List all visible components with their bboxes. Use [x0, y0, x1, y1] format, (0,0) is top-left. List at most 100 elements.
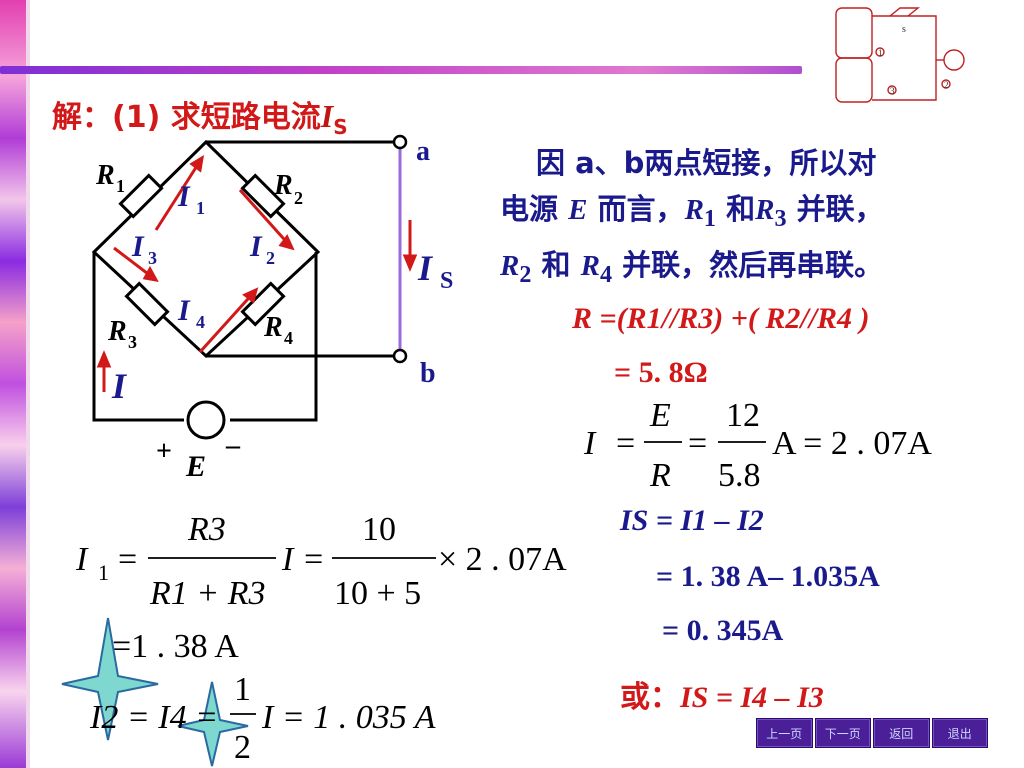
label-r4: R [263, 312, 283, 343]
label-r1: R [95, 160, 115, 191]
bridge-circuit-diagram: R R R R 1 2 3 4 I I I I I I E 1 2 3 4 S … [91, 134, 453, 483]
eq-i-lhs: I [583, 425, 597, 462]
decorative-sidebar [0, 0, 26, 768]
p3-r2: R [500, 249, 520, 282]
thumbnail-label-1: 1 [878, 48, 883, 58]
eq-i2-den: 2 [234, 729, 251, 766]
header-rule [0, 66, 802, 74]
sub-is: S [440, 268, 453, 294]
p2-mid: 而言， [587, 192, 685, 226]
p2-sub1: 1 [703, 204, 716, 232]
prev-page-button[interactable]: 上一页 [756, 718, 813, 748]
p2-sub3: 3 [774, 204, 787, 232]
label-i1: I [177, 180, 191, 213]
sparkle-star-left [61, 617, 159, 741]
sub-r4: 4 [284, 328, 293, 348]
eq-r-total: R =(R1//R3) +( R2//R4 ) [572, 302, 870, 336]
p3-sub2: 2 [519, 260, 532, 288]
sparkle-star-right [177, 681, 249, 767]
label-is: I [417, 248, 434, 288]
sub-i3: 3 [148, 248, 157, 268]
eq-alt: 或：IS = I4 – I3 [620, 672, 824, 716]
sub-r3: 3 [128, 332, 137, 352]
label-i3: I [131, 230, 145, 263]
eq-alt-label: 或： [620, 680, 680, 715]
sub-i4: 4 [196, 312, 205, 332]
eq-i1-result: × 2 . 07A [438, 541, 567, 578]
resistor-r3 [124, 281, 170, 327]
p2-and: 和 [715, 192, 756, 226]
title-var: I [320, 98, 334, 134]
eq-i-num2: 12 [726, 397, 760, 434]
eq-r-value: = 5. 8Ω [614, 356, 708, 389]
eq-is: IS = I1 – I2 [620, 504, 764, 537]
terminal-b [392, 348, 408, 364]
eq-r-body: =(R1//R3) +( R2//R4 ) [599, 302, 870, 335]
para-line-1: 因 a、b两点短接，所以对 [536, 146, 877, 180]
eq-i1: I 1 = R3 R1 + R3 I = 10 10 + 5 × 2 . 07A [75, 511, 567, 612]
eq-i2: I2 = I4 = 1 2 I = 1 . 035 A [89, 671, 436, 766]
slide-navigation: 上一页 下一页 返回 退出 [756, 718, 988, 748]
sub-r1: 1 [116, 176, 125, 196]
p3-and: 和 [531, 247, 581, 282]
label-i2: I [249, 230, 263, 263]
title-sub: S [333, 115, 348, 139]
eq-alt-body: IS = I4 – I3 [680, 681, 824, 714]
p2-pre: 电源 [500, 192, 569, 226]
exit-button[interactable]: 退出 [931, 718, 988, 748]
p3-post: 并联，然后再串联。 [612, 247, 884, 282]
sub-i2: 2 [266, 248, 275, 268]
label-a: a [416, 136, 430, 167]
eq-i-den1: R [649, 457, 671, 494]
terminal-a [392, 134, 408, 150]
eq-i-result: A = 2 . 07A [772, 425, 932, 462]
thumbnail-circuit-diagram: s 1 2 3 [835, 7, 965, 103]
sub-r2: 2 [294, 188, 303, 208]
eq-r-lhs: R [572, 302, 593, 335]
p2-e: E [568, 194, 588, 226]
label-minus: – [225, 430, 241, 461]
p2-r3: R [755, 194, 775, 226]
voltage-source [186, 400, 226, 440]
next-page-button[interactable]: 下一页 [814, 718, 871, 748]
eq-i1-value: =1 . 38 A [112, 628, 239, 665]
svg-text:=: = [688, 425, 707, 462]
eq-i-num1: E [649, 397, 671, 434]
label-plus: + [156, 436, 172, 467]
back-button[interactable]: 返回 [873, 718, 930, 748]
svg-text:=: = [118, 541, 137, 578]
eq-i1-num1: R3 [187, 511, 226, 548]
label-r3: R [107, 316, 127, 347]
eq-i1-sub: 1 [98, 560, 109, 585]
eq-i1-num2: 10 [362, 511, 396, 548]
label-r2: R [273, 170, 293, 201]
sidebar-stripe [26, 0, 30, 768]
eq-i1-den1: R1 + R3 [149, 575, 265, 612]
thumbnail-label-2: 2 [944, 80, 949, 90]
resistor-r4 [240, 281, 286, 327]
eq-i-den2: 5.8 [718, 457, 761, 494]
eq-i2-result: I = 1 . 035 A [261, 699, 436, 736]
svg-text:=: = [616, 425, 635, 462]
resistor-r2 [240, 173, 286, 219]
p2-post: 并联， [786, 192, 884, 226]
sub-i1: 1 [196, 198, 205, 218]
label-b: b [420, 358, 436, 389]
p3-sub4: 4 [599, 260, 613, 288]
eq-i2-num: 1 [234, 671, 251, 708]
para-line-2: 电源 E 而言，R1 和R3 并联， [500, 186, 1000, 242]
thumbnail-label-3: 3 [890, 86, 895, 96]
eq-is-step: = 1. 38 A– 1.035A [656, 560, 880, 593]
eq-i1-mid: I = [281, 541, 325, 578]
label-i: I [111, 366, 128, 406]
p2-r1: R [684, 194, 704, 226]
eq-i1-den2: 10 + 5 [334, 575, 421, 612]
eq-is-value: = 0. 345A [662, 614, 784, 647]
title-text: 解：(1) 求短路电流 [52, 100, 321, 135]
eq-i-total: I = E R = 12 5.8 A = 2 . 07A [583, 397, 932, 494]
label-i4: I [177, 294, 191, 327]
eq-i1-lhs: I [75, 541, 89, 578]
resistor-r1 [118, 173, 164, 219]
eq-i2-lhs: I2 = I4 = [89, 699, 218, 736]
explanation-paragraph: 因 a、b两点短接，所以对 电源 E 而言，R1 和R3 并联， R2 和 R4… [500, 140, 1000, 298]
